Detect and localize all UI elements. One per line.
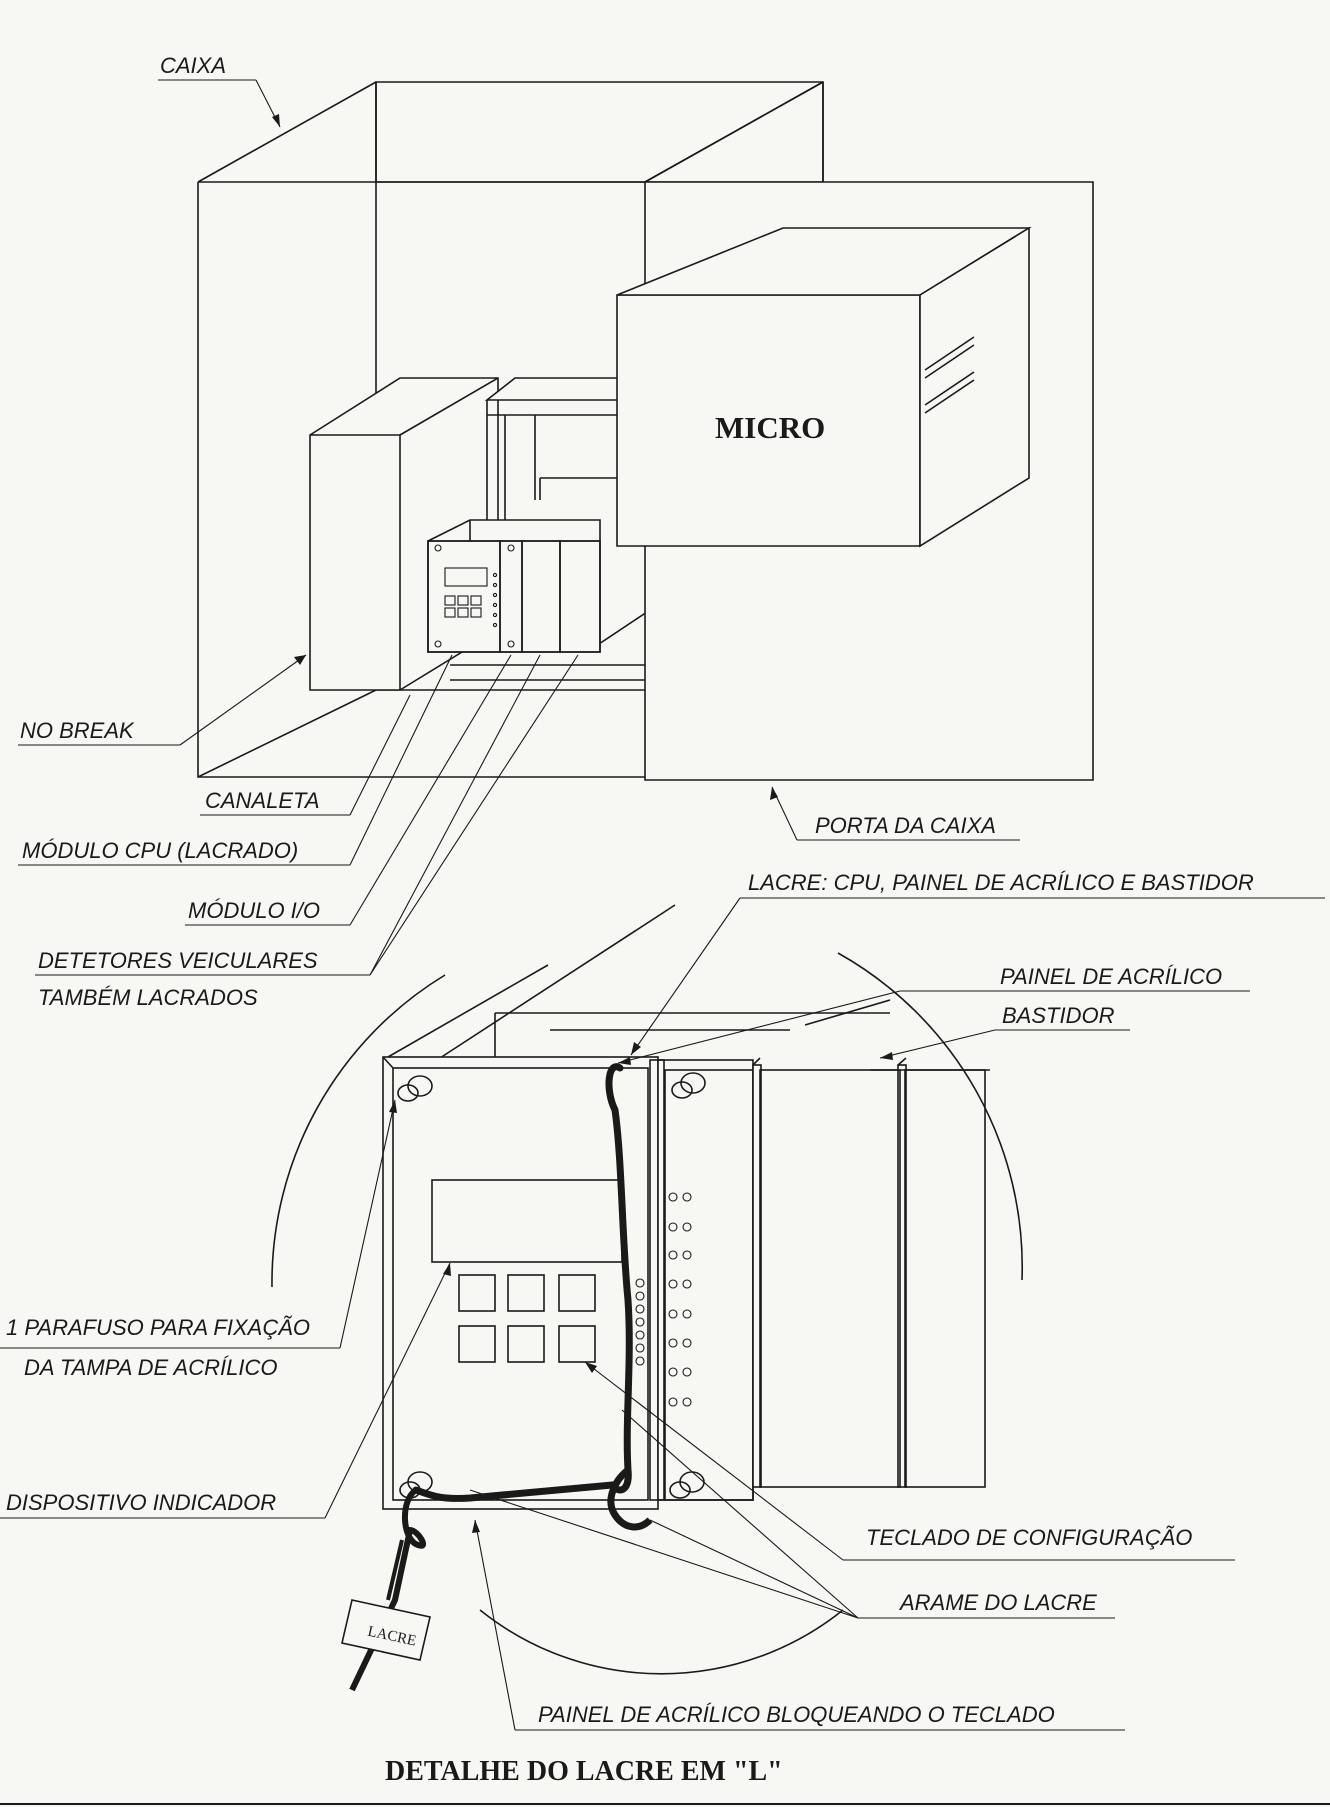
label-no-break: NO BREAK xyxy=(20,718,135,743)
screw-top-left xyxy=(397,1075,433,1102)
controller-rack xyxy=(427,519,601,653)
detail-keypad xyxy=(458,1274,596,1363)
detail-circle xyxy=(271,952,1024,1675)
micro-label: MICRO xyxy=(715,410,825,445)
label-modulo-io: MÓDULO I/O xyxy=(188,898,320,923)
drawing-title: DETALHE DO LACRE EM "L" xyxy=(385,1756,783,1787)
bottom-leaders xyxy=(0,897,1325,1731)
label-parafuso-1: 1 PARAFUSO PARA FIXAÇÃO xyxy=(6,1315,310,1340)
label-modulo-cpu: MÓDULO CPU (LACRADO) xyxy=(22,838,298,863)
seal-wire: LACRE xyxy=(341,1063,653,1692)
label-teclado-de-configuracao: TECLADO DE CONFIGURAÇÃO xyxy=(866,1525,1192,1550)
label-parafuso-2: DA TAMPA DE ACRÍLICO xyxy=(24,1355,277,1380)
label-caixa: CAIXA xyxy=(160,53,226,78)
detail-detector-modules xyxy=(752,1057,986,1488)
micro-computer-box: MICRO xyxy=(616,226,1032,548)
label-dispositivo-indicador: DISPOSITIVO INDICADOR xyxy=(6,1490,276,1515)
seal-tag: LACRE xyxy=(341,1599,431,1661)
detail-io-module xyxy=(649,1059,754,1501)
label-bastidor: BASTIDOR xyxy=(1002,1003,1115,1028)
detail-cpu-module xyxy=(382,1056,659,1510)
label-canaleta: CANALETA xyxy=(205,788,320,813)
label-detetores-2: TAMBÉM LACRADOS xyxy=(38,985,258,1010)
label-porta-da-caixa: PORTA DA CAIXA xyxy=(815,813,996,838)
label-lacre-cpu: LACRE: CPU, PAINEL DE ACRÍLICO E BASTIDO… xyxy=(748,870,1254,895)
label-detetores-1: DETETORES VEICULARES xyxy=(38,948,318,973)
label-arame-do-lacre: ARAME DO LACRE xyxy=(898,1590,1097,1615)
label-painel-bloqueando: PAINEL DE ACRÍLICO BLOQUEANDO O TECLADO xyxy=(538,1702,1055,1727)
top-leaders xyxy=(18,79,1020,976)
label-painel-de-acrilico: PAINEL DE ACRÍLICO xyxy=(1000,964,1222,989)
